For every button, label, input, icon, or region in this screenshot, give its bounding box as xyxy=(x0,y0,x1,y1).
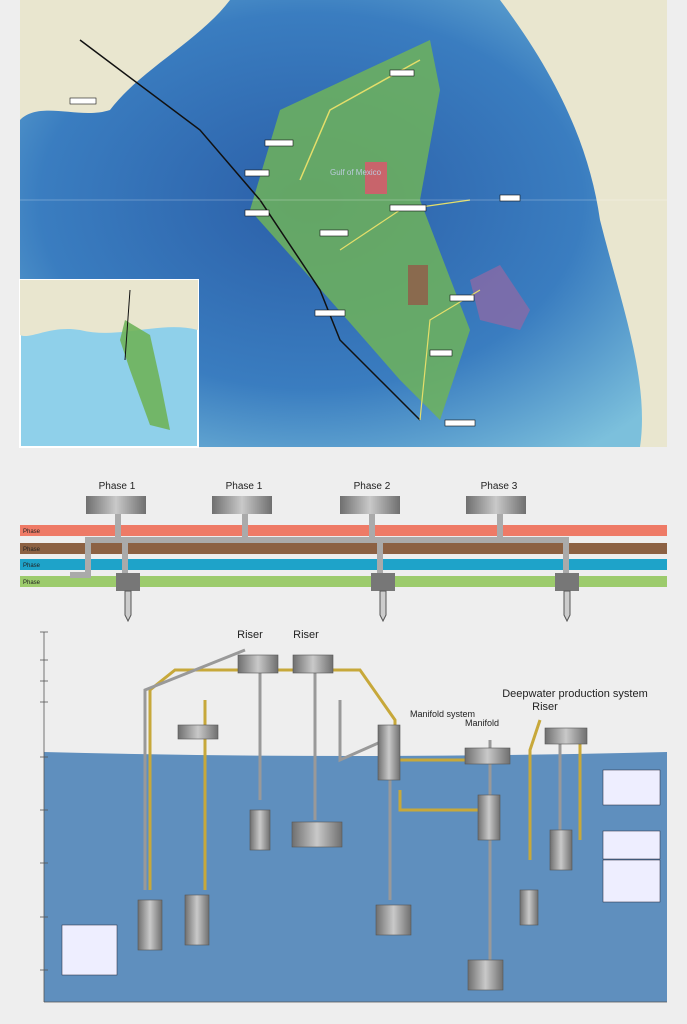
riser-label-2: Riser xyxy=(293,629,319,641)
system-title: Deepwater production system xyxy=(502,688,648,700)
band-label-1: Phase xyxy=(23,529,41,535)
block-purple xyxy=(470,265,530,330)
band-1 xyxy=(20,525,667,536)
phase-diagram: Phase 1 Phase 1 Phase 2 Phase 3 Phase Ph… xyxy=(20,481,667,623)
wellhead-valves xyxy=(86,496,579,623)
sea-water xyxy=(44,752,667,1002)
manifold-system-label: Manifold system xyxy=(410,709,475,719)
band-label-3: Phase xyxy=(23,563,41,569)
band-4 xyxy=(20,576,667,587)
pipeline-route xyxy=(79,39,421,421)
lease-area xyxy=(250,40,470,420)
sea-label: Gulf of Mexico xyxy=(330,168,382,177)
info-boxes xyxy=(61,769,661,976)
phase-header-4: Phase 3 xyxy=(481,481,518,492)
band-2 xyxy=(20,543,667,554)
land-east xyxy=(500,0,667,447)
band-3 xyxy=(20,559,667,570)
map-callouts xyxy=(69,69,521,427)
phase-header-2: Phase 1 xyxy=(226,481,263,492)
phase-header-1: Phase 1 xyxy=(99,481,136,492)
pipeline-yellow xyxy=(299,59,421,181)
inset-map xyxy=(19,279,199,448)
production-system: Riser Riser Riser Manifold system Manifo… xyxy=(40,629,667,1003)
riser-label-3: Riser xyxy=(532,701,558,713)
depth-axis xyxy=(40,631,667,1003)
subsea-equipment xyxy=(137,654,588,991)
riser-label-1: Riser xyxy=(237,629,263,641)
block-red xyxy=(365,162,387,194)
block-brown xyxy=(408,265,428,305)
steel-risers xyxy=(143,648,562,960)
manifold-label: Manifold xyxy=(465,718,499,728)
map-panel: Gulf of Mexico xyxy=(19,0,667,448)
band-label-4: Phase xyxy=(23,580,41,586)
band-label-2: Phase xyxy=(23,547,41,553)
land-northwest xyxy=(20,0,230,120)
phase-header-3: Phase 2 xyxy=(354,481,391,492)
